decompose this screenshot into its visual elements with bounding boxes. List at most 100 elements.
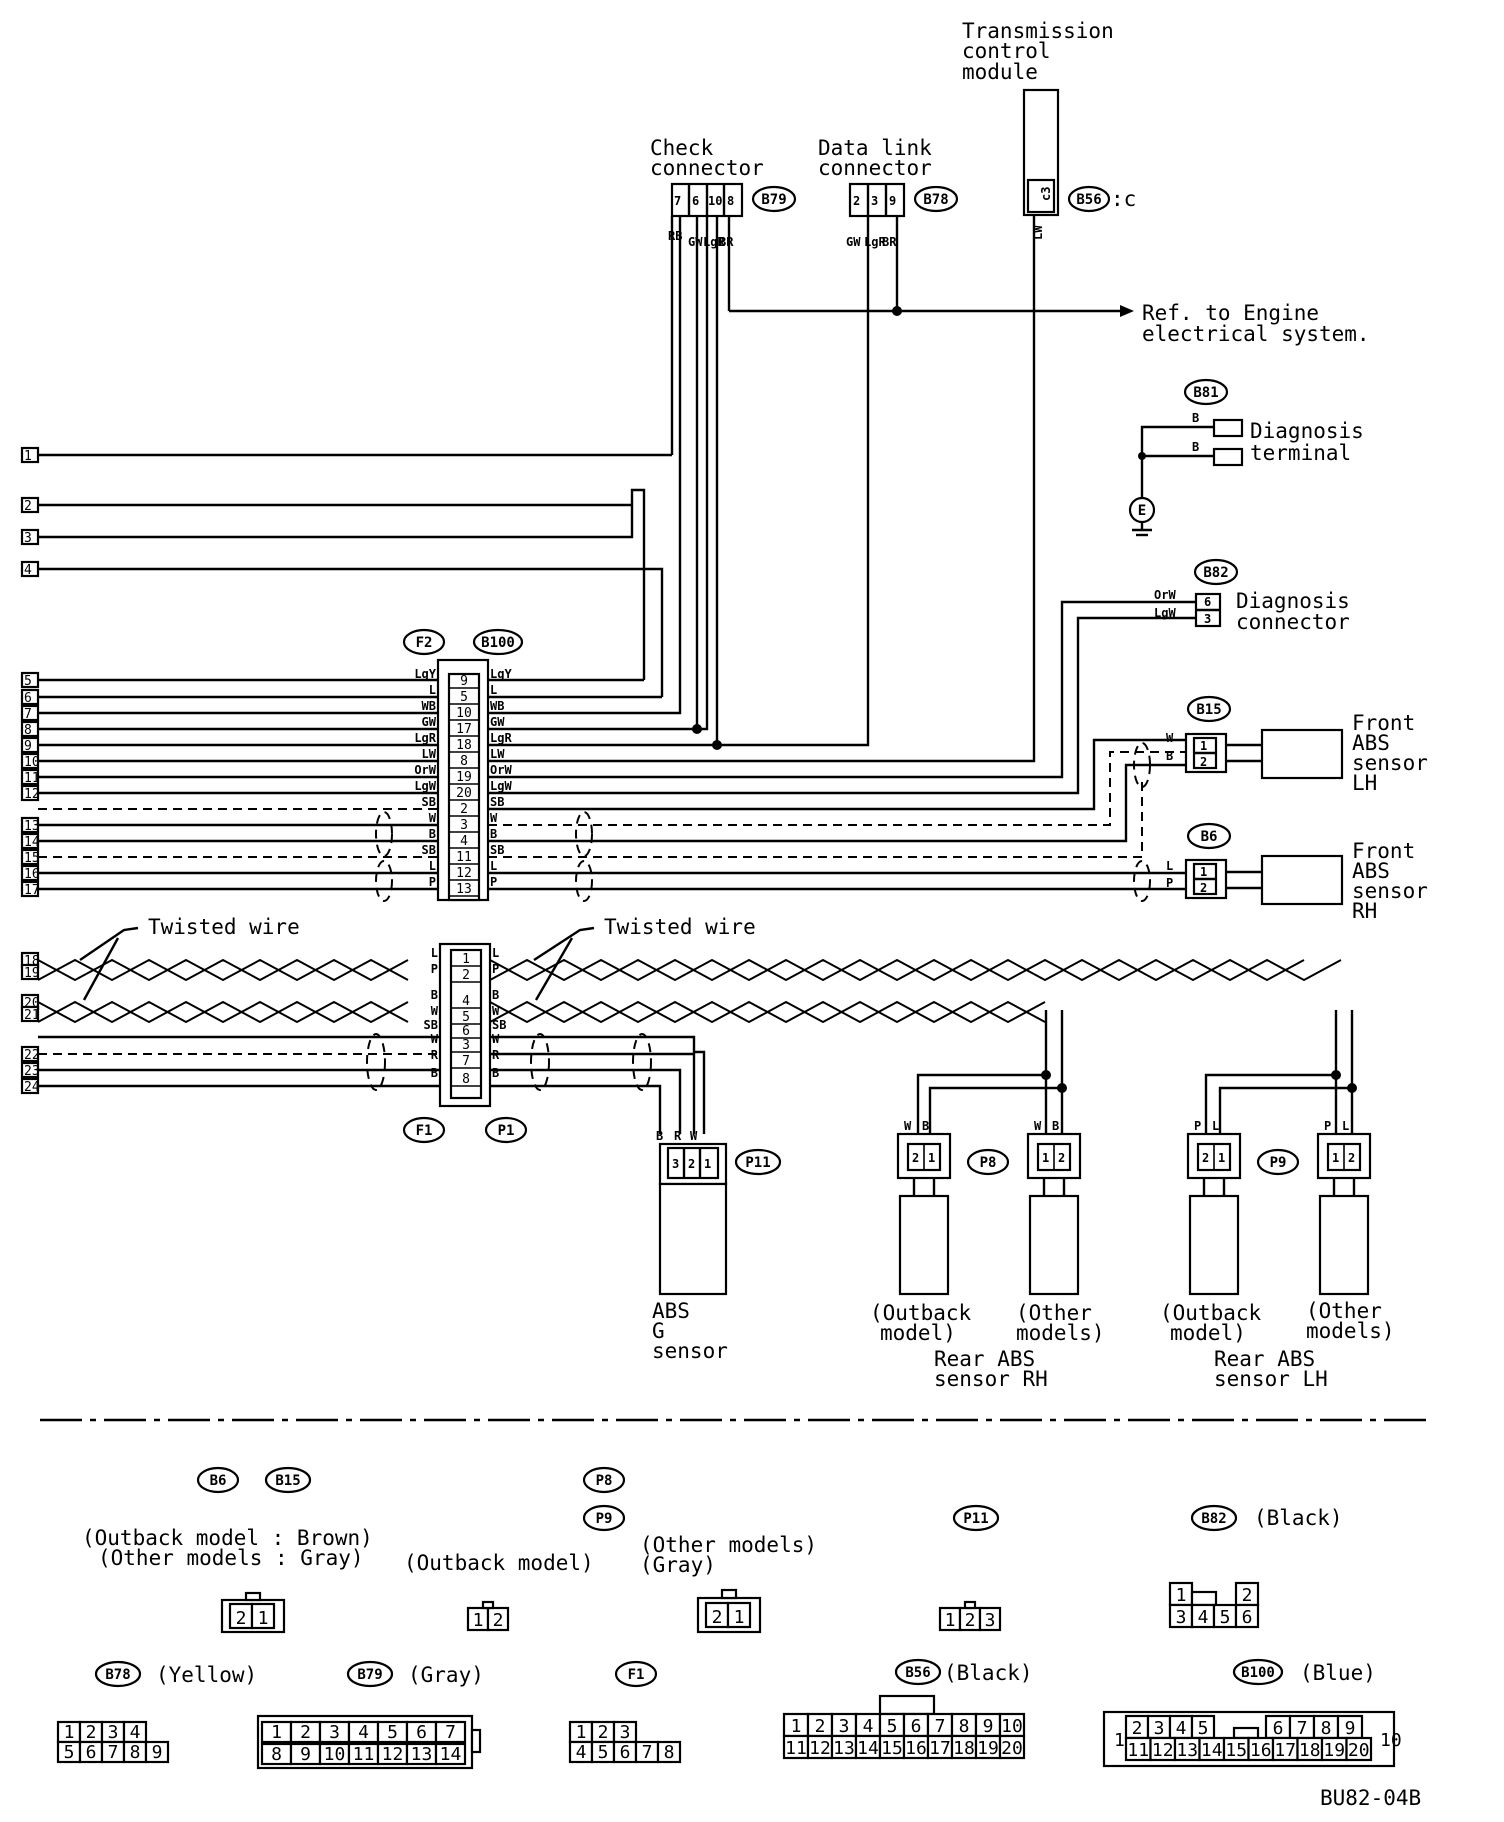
f2-pin: 12 [456, 866, 472, 881]
data-link-connector: Data link connector 2 3 9 GW LgR BR B78 [818, 136, 959, 249]
rear-wire-1: P [1194, 1119, 1201, 1133]
f1-pin: 8 [462, 1072, 470, 1087]
p11-badge-text: P11 [745, 1155, 770, 1171]
check-wire-3: LgR [703, 235, 725, 249]
dlc-wire-3: BR [882, 235, 897, 249]
p1-wire-right: B [492, 988, 499, 1002]
legend-b79-color: (Gray) [408, 1663, 484, 1687]
fl-label-3: sensor [1352, 751, 1428, 775]
rl-outback-1: (Outback [1160, 1301, 1262, 1325]
diag-conn-wire-1: OrW [1154, 588, 1176, 602]
g-label-2: G [652, 1319, 665, 1343]
terminal-label: 7 [24, 707, 32, 722]
rl-other-1: (Other [1306, 1299, 1382, 1323]
f2-wire-left: GW [422, 715, 437, 729]
tcm-connector [1026, 178, 1056, 214]
b56-suffix: :c [1111, 187, 1136, 211]
b81-badge [1183, 378, 1229, 406]
fr-label-4: RH [1352, 899, 1377, 923]
legend-b56-pin-top: 5 [887, 1716, 898, 1737]
legend-b78-color: (Yellow) [156, 1663, 257, 1687]
transmission-control-module: Transmission control module c3 LW B56 :c [962, 19, 1136, 240]
legend-b79-pin-top: 4 [358, 1722, 369, 1743]
legend-f1-pin-bottom: 4 [576, 1742, 587, 1763]
legend-b56-pin-bottom: 12 [809, 1738, 831, 1759]
legend-b56-pin-bottom: 17 [929, 1738, 951, 1759]
terminal-label: 22 [24, 1048, 40, 1063]
rear-sensor-body [1028, 1194, 1080, 1296]
legend-b79-pin-top: 6 [416, 1722, 427, 1743]
diag-conn-pin-1: 6 [1204, 595, 1211, 609]
p9-badge [1256, 1148, 1300, 1176]
b82-badge-text: B82 [1203, 565, 1228, 581]
f2-wire-left: L [429, 859, 436, 873]
legend-b100-pin-left: 1 [1114, 1730, 1125, 1751]
f2-pin: 17 [456, 722, 472, 737]
terminal-label: 24 [24, 1080, 40, 1095]
ref-label-1: Ref. to Engine [1142, 301, 1319, 325]
fl-label-2: ABS [1352, 731, 1390, 755]
legend-p9-badge: P9 [596, 1511, 613, 1527]
legend-f1-pin-top: 3 [620, 1722, 631, 1743]
rear-wire-1: W [1034, 1119, 1042, 1133]
check-wire-2: GW [688, 235, 703, 249]
rear-sensor-body [1318, 1194, 1370, 1296]
rear-wire-2: L [1342, 1119, 1349, 1133]
legend-p11-pin: 2 [965, 1610, 976, 1631]
rr-other-1: (Other [1016, 1301, 1092, 1325]
legend-p8-pin: 2 [493, 1610, 504, 1631]
legend-b100-pin-bottom: 13 [1176, 1740, 1198, 1761]
b100-wire-right: LgR [490, 731, 512, 745]
f2-wire-left: LgW [414, 779, 436, 793]
legend-f1-pin-bottom: 6 [620, 1742, 631, 1763]
legend-b100-badge: B100 [1241, 1665, 1275, 1681]
legend-b79-pin-bottom: 9 [300, 1744, 311, 1765]
terminal-label: 5 [24, 674, 32, 689]
legend-b82-badge: B82 [1201, 1511, 1226, 1527]
legend-b78-pin-top: 2 [86, 1722, 97, 1743]
front-abs-sensor-rh: B6 1 2 L P Front ABS sensor RH [1166, 822, 1428, 923]
rear-pin-1: 2 [912, 1151, 919, 1165]
legend-b79-badge: B79 [357, 1667, 382, 1683]
legend-b100-pin-top: 9 [1345, 1718, 1356, 1739]
rear-pin-2: 2 [1348, 1151, 1355, 1165]
terminal-label: 8 [24, 723, 32, 738]
legend-f1-pin-top: 2 [598, 1722, 609, 1743]
f2-pin: 5 [460, 690, 468, 705]
dlc-body [848, 182, 906, 218]
diag-conn-label-2: connector [1236, 610, 1350, 634]
rr-outback-2: model) [880, 1321, 956, 1345]
tcm-pin: c3 [1039, 187, 1053, 201]
terminal-label: 23 [24, 1064, 40, 1079]
f2-wire-left: LgY [414, 667, 436, 681]
terminal-label: 11 [24, 771, 40, 786]
b6-badge-text: B6 [1201, 829, 1218, 845]
diagnosis-terminal: B81 B B E Diagnosis terminal [1128, 378, 1364, 537]
p1-wire-right: P [492, 962, 499, 976]
legend-b100-pin-top: 6 [1273, 1718, 1284, 1739]
p11-pin-3: 1 [704, 1157, 711, 1171]
check-label-1: Check [650, 136, 714, 160]
mid-wires [375, 216, 1196, 902]
legend-b56-pin-bottom: 14 [857, 1738, 879, 1759]
f1-wire-left: B [431, 1066, 438, 1080]
fl-pin-2: 2 [1200, 755, 1207, 769]
f2-wire-left: WB [422, 699, 436, 713]
f2-pin: 10 [456, 706, 472, 721]
legend-b6-pin: 2 [236, 1608, 247, 1629]
terminal-label: 6 [24, 691, 32, 706]
f2-pin: 4 [460, 834, 468, 849]
b6-badge [1186, 822, 1232, 850]
legend-p9-pin: 2 [712, 1607, 723, 1628]
f2-pin: 19 [456, 770, 472, 785]
terminal-label: 2 [24, 499, 32, 514]
check-label-2: connector [650, 156, 764, 180]
terminal-label: 14 [24, 835, 40, 850]
terminal-label: 17 [24, 883, 40, 898]
p1-wire-right: W [492, 1032, 500, 1046]
p11-wire-3: W [690, 1129, 698, 1143]
legend-b56-pin-top: 10 [1001, 1716, 1023, 1737]
legend-b78-pin-bottom: 5 [64, 1742, 75, 1763]
p1-wire-right: SB [492, 1018, 506, 1032]
